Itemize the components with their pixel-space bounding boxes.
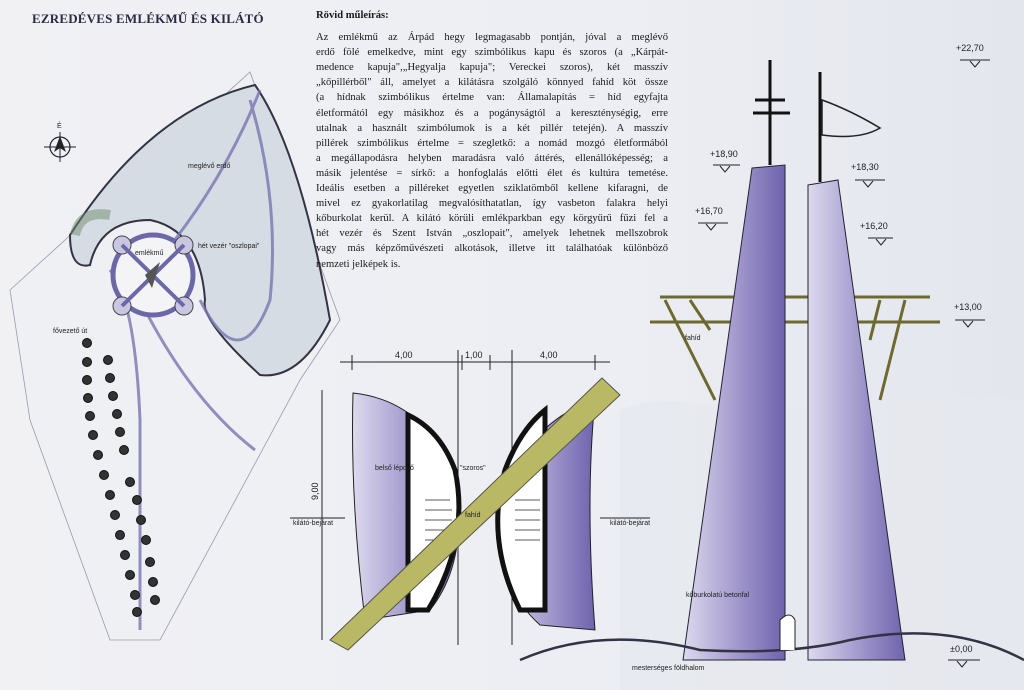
wall-label: kőburkolatú betonfal bbox=[686, 592, 749, 599]
gorge-label: "szoros" bbox=[460, 465, 486, 472]
description-line: a megállapodásra helyben maradásra való … bbox=[316, 152, 668, 164]
elevation-bridge-label: fahíd bbox=[685, 335, 701, 342]
description-line: (a hídnak szimbólikus értelme van: Állam… bbox=[316, 92, 668, 104]
description-line: erdő fölé emelkedve, mint egy szimbóliku… bbox=[316, 47, 668, 59]
north-arrow-icon bbox=[44, 132, 76, 162]
forest-label: meglévő erdő bbox=[188, 163, 231, 170]
dim-gap: 1,00 bbox=[465, 350, 483, 360]
description-block: Rövid műleírás: Az emlékmű az Árpád hegy… bbox=[316, 8, 668, 272]
description-line: pillérek szimbólikus értelme = szegletkő… bbox=[316, 137, 668, 149]
description-heading: Rövid műleírás: bbox=[316, 10, 389, 21]
description-line: másik jelentése = sírkő: a honfoglalás e… bbox=[316, 167, 668, 179]
site-plan: É meglévő erdő emlékmű hét vezér "oszlop… bbox=[9, 71, 341, 641]
floor-plan: 4,00 1,00 4,00 9,00 belső lépcső "szoros… bbox=[290, 350, 650, 651]
main-road-label: fővezető út bbox=[53, 328, 87, 335]
entrance-right-label: kilátó-bejárat bbox=[610, 520, 650, 527]
level-16-20: +16,20 bbox=[860, 221, 888, 231]
description-line: medence kapuja",„Hegyalja kapuja"; Verec… bbox=[316, 62, 668, 74]
level-18-90: +18,90 bbox=[710, 149, 738, 159]
entrance-left-label: kilátó-bejárat bbox=[293, 520, 333, 527]
monument-label: emlékmű bbox=[135, 250, 164, 257]
description-line: kőburkolat kerül. A kilátó körüli emlékp… bbox=[316, 213, 668, 225]
dim-width-left: 4,00 bbox=[395, 350, 413, 360]
elevation: +22,70 +18,90 +18,30 +16,70 +16,20 +13,0… bbox=[519, 43, 1024, 672]
inner-stair-label: belső lépcső bbox=[375, 465, 414, 472]
mound-label: mesterséges földhalom bbox=[632, 665, 705, 672]
level-16-70: +16,70 bbox=[695, 206, 723, 216]
floor-bridge-label: fahíd bbox=[465, 512, 481, 519]
level-18-30: +18,30 bbox=[851, 162, 879, 172]
level-0-00: ±0,00 bbox=[950, 644, 972, 654]
north-label: É bbox=[57, 121, 62, 130]
dim-depth: 9,00 bbox=[310, 482, 320, 500]
description-line: életformától egy másikhoz és a pogányság… bbox=[316, 107, 668, 119]
description-line: Az emlékmű az Árpád hegy legmagasabb pon… bbox=[316, 32, 668, 44]
dim-width-right: 4,00 bbox=[540, 350, 558, 360]
description-line: vagy más képzőművészeti alkotások, illet… bbox=[316, 243, 668, 255]
description-line: Ideális esetben a pilléreket egyetlen sz… bbox=[316, 183, 668, 195]
level-22-70: +22,70 bbox=[956, 43, 984, 53]
description-line: nemzeti jelképek is. bbox=[316, 258, 401, 270]
page-title: EZREDÉVES EMLÉKMŰ ÉS KILÁTÓ bbox=[32, 11, 264, 26]
level-13-00: +13,00 bbox=[954, 302, 982, 312]
description-line: utalnak a használt szimbólumok is a két … bbox=[316, 122, 668, 134]
description-line: hét vezér és Szent István „oszlopait", a… bbox=[316, 228, 668, 240]
pillars-label: hét vezér "oszlopai" bbox=[198, 243, 260, 250]
description-line: „kőpillérből" áll, amelyet a kilátásra s… bbox=[316, 77, 668, 89]
description-line: mivel ez gyakorlatilag megvalósíthatatla… bbox=[316, 198, 668, 210]
